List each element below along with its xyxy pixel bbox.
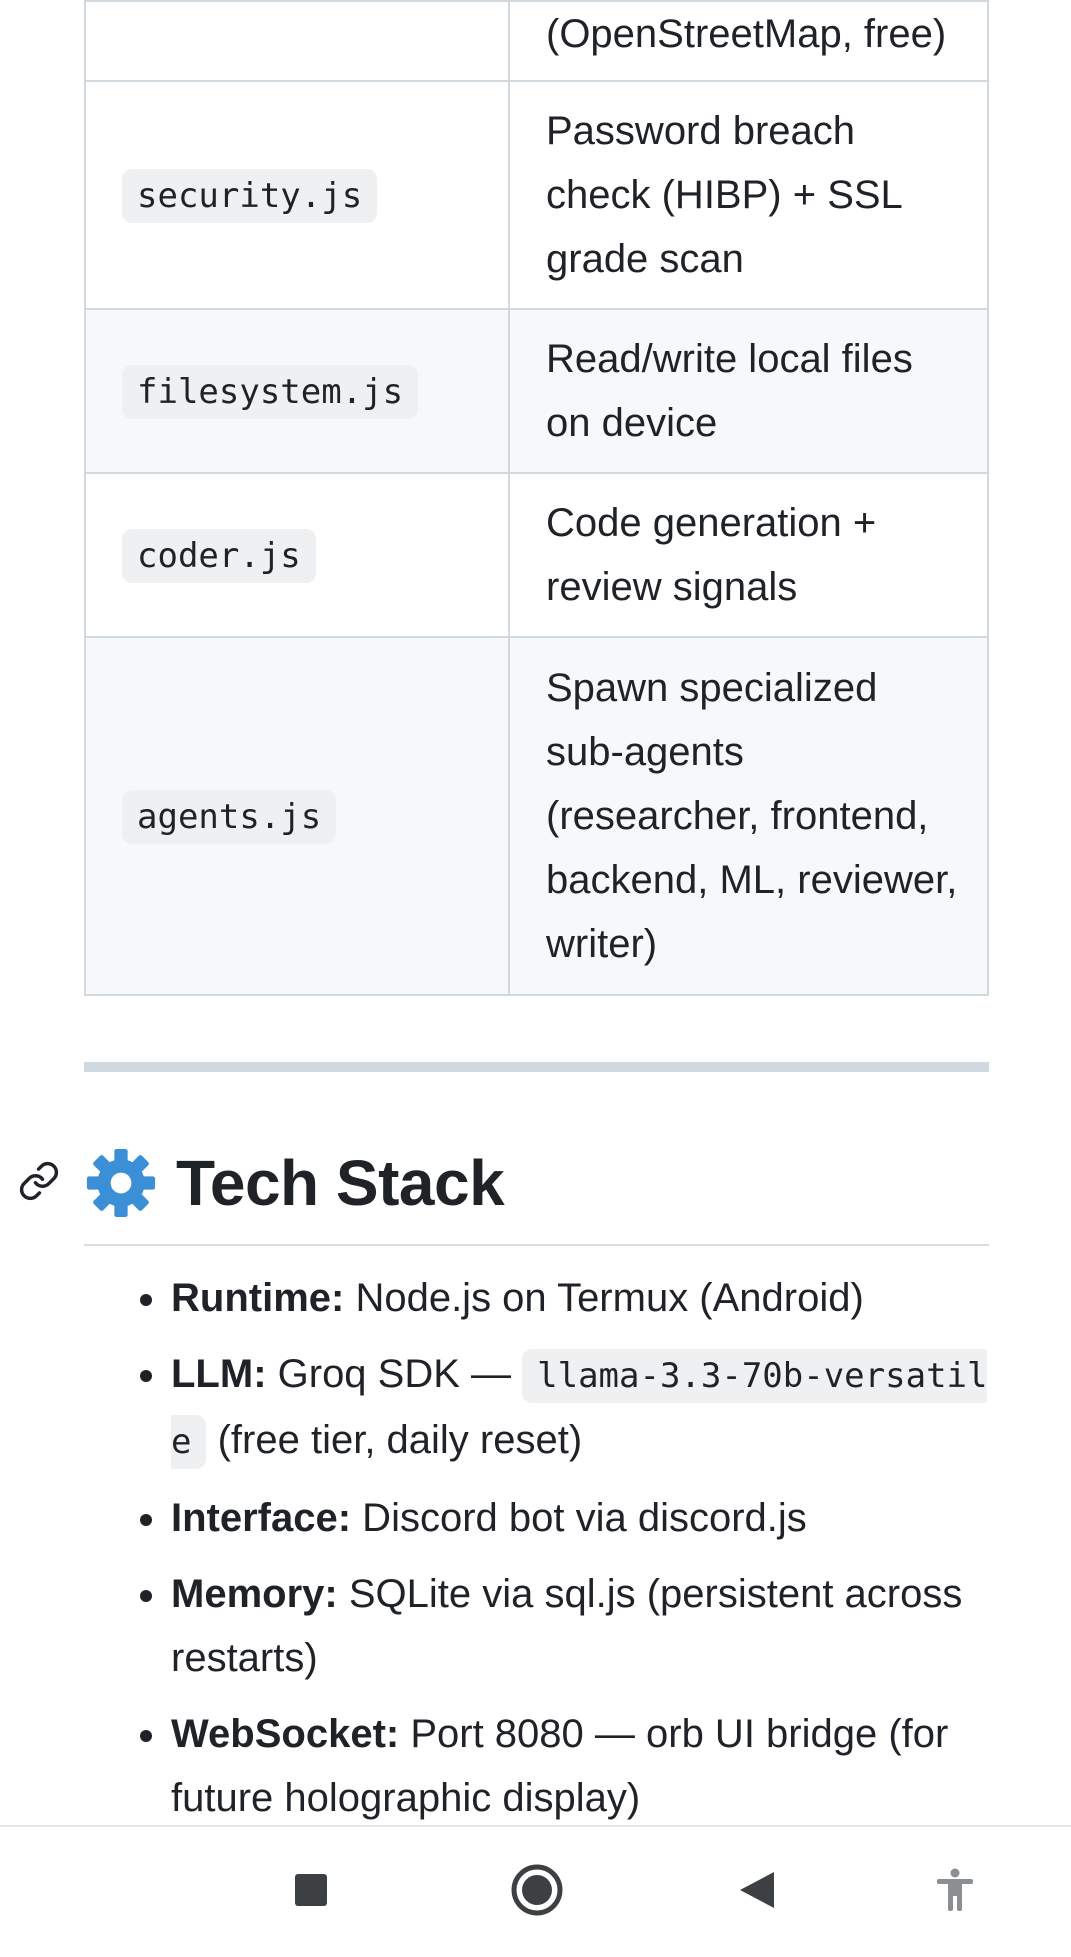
module-filename: agents.js (122, 790, 337, 844)
table-cell-desc: Code generation + review signals (508, 472, 989, 638)
table-row: security.js Password breach check (HIBP)… (84, 80, 989, 310)
module-description: (OpenStreetMap, free) (546, 12, 947, 56)
link-icon[interactable] (18, 1160, 60, 1202)
table-row: (OpenStreetMap, free) (84, 0, 989, 82)
table-cell-desc: (OpenStreetMap, free) (508, 0, 989, 82)
item-label: WebSocket: (171, 1712, 400, 1756)
list-item: LLM: Groq SDK — llama-3.3-70b-versatile … (140, 1342, 989, 1474)
module-filename: security.js (122, 169, 378, 223)
table-cell-file: coder.js (84, 472, 510, 638)
item-label: Memory: (171, 1572, 338, 1616)
table-cell-desc: Read/write local files on device (508, 308, 989, 474)
table-row: filesystem.js Read/write local files on … (84, 308, 989, 474)
accessibility-icon (937, 1868, 973, 1911)
list-item: Memory: SQLite via sql.js (persistent ac… (140, 1562, 989, 1690)
home-button[interactable] (500, 1853, 574, 1927)
item-text: Discord bot via discord.js (351, 1496, 807, 1540)
item-text: Node.js on Termux (Android) (344, 1276, 864, 1320)
modules-table: (OpenStreetMap, free) security.js Passwo… (84, 0, 989, 996)
table-cell-file: agents.js (84, 636, 510, 996)
item-text: Groq SDK — (266, 1352, 523, 1396)
gear-icon (86, 1148, 156, 1218)
readme-content: (OpenStreetMap, free) security.js Passwo… (19, 0, 989, 1842)
accessibility-button[interactable] (918, 1853, 992, 1927)
home-circle-icon (511, 1864, 563, 1916)
table-row: agents.js Spawn specialized sub-agents (… (84, 636, 989, 996)
table-cell-file: filesystem.js (84, 308, 510, 474)
module-description: Password breach check (HIBP) + SSL grade… (546, 109, 902, 281)
stop-square-icon (295, 1874, 327, 1906)
item-text: SQLite via sql.js (persistent across res… (171, 1572, 963, 1680)
back-button[interactable] (720, 1853, 794, 1927)
recent-apps-button[interactable] (274, 1853, 348, 1927)
section-title: Tech Stack (176, 1147, 505, 1219)
table-row: coder.js Code generation + review signal… (84, 472, 989, 638)
module-description: Read/write local files on device (546, 337, 913, 445)
item-label: Runtime: (171, 1276, 345, 1320)
android-navigation-bar (0, 1825, 1071, 1957)
item-label: LLM: (171, 1352, 267, 1396)
module-description: Code generation + review signals (546, 501, 877, 609)
back-triangle-icon (740, 1872, 774, 1908)
module-description: Spawn specialized sub-agents (researcher… (546, 666, 958, 966)
table-cell-desc: Password breach check (HIBP) + SSL grade… (508, 80, 989, 310)
list-item: Interface: Discord bot via discord.js (140, 1486, 989, 1550)
list-item: Runtime: Node.js on Termux (Android) (140, 1266, 989, 1330)
module-filename: coder.js (122, 529, 316, 583)
tech-stack-list: Runtime: Node.js on Termux (Android) LLM… (84, 1266, 989, 1830)
horizontal-rule (84, 1062, 989, 1072)
table-cell-file (84, 0, 510, 82)
list-item: WebSocket: Port 8080 — orb UI bridge (fo… (140, 1702, 989, 1830)
item-label: Interface: (171, 1496, 352, 1540)
item-text: Port 8080 — orb UI bridge (for future ho… (171, 1712, 949, 1820)
item-text: (free tier, daily reset) (206, 1418, 583, 1462)
module-filename: filesystem.js (122, 365, 419, 419)
table-cell-file: security.js (84, 80, 510, 310)
table-cell-desc: Spawn specialized sub-agents (researcher… (508, 636, 989, 996)
section-heading: Tech Stack (19, 1122, 989, 1246)
